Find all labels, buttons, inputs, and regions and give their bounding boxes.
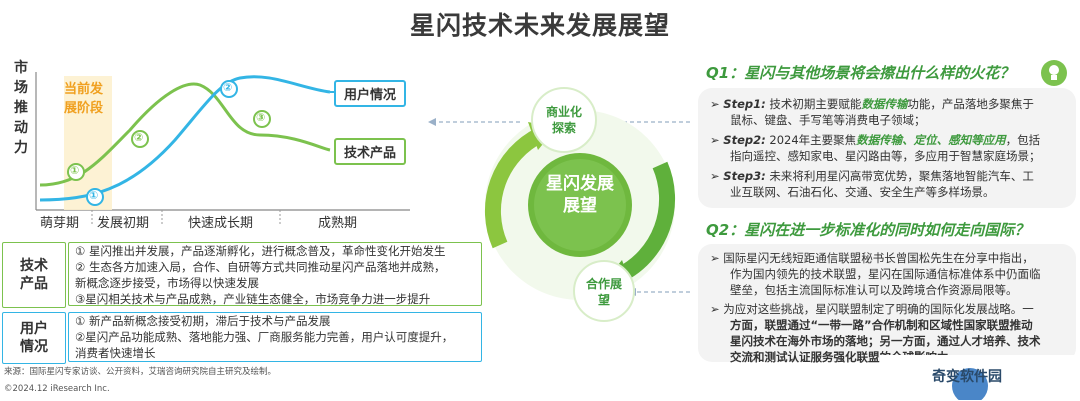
q2-box xyxy=(698,244,1076,362)
q2-p1-line3: 壁垒，包括主流国际标准认可以及跨境合作资源局限等。 xyxy=(730,283,1018,297)
cycle-arrow-left xyxy=(484,127,544,249)
q2-p2-line3: 星闪技术在海外市场的落地；另一方面，通过人才培养、技术 xyxy=(730,334,1041,348)
cycle-top-label: 商业化探索 xyxy=(545,105,582,135)
q1-step3-label: Step3: xyxy=(723,169,766,183)
marker-2-tech: ② xyxy=(134,131,144,144)
tech-row-header: 技术产品 xyxy=(2,242,66,308)
marker-circle xyxy=(220,80,238,98)
top-bubble xyxy=(531,87,597,153)
tech-line-3: 新概念逐步接受，市场得以快速发展 xyxy=(75,276,259,290)
q2-p2-line2: 方面，联盟通过“一带一路”合作机制和区域性国家联盟推动 xyxy=(730,318,1033,332)
user-row-body: ① 新产品新概念接受初期，滞后于技术与产品发展 ②星闪产品功能成熟、落地能力强、… xyxy=(68,312,482,362)
q1-step1-label: Step1: xyxy=(723,97,766,111)
cycle-arrow-right xyxy=(616,161,676,283)
q1-step1-em: 数据传输 xyxy=(861,97,908,111)
current-stage-label: 当前发展阶段 xyxy=(64,82,104,116)
marker-circle xyxy=(131,130,149,148)
q1-step3-line1: ➢ Step3: 未来将利用星闪高带宽优势，聚焦落地智能汽车、工 xyxy=(710,169,1034,183)
q1-step1-post: 功能，产品落地多聚焦于 xyxy=(907,97,1034,111)
marker-1-user: ① xyxy=(89,189,99,202)
watermark-text: 奇变软件园 xyxy=(932,369,1002,385)
stage-mature: 成熟期 xyxy=(318,216,358,231)
q2-p1-text1: 国际星闪无线短距通信联盟秘书长曾国松先生在分享中指出， xyxy=(723,251,1034,265)
cycle-bottom-label: 合作展望 xyxy=(586,277,623,307)
page-title: 星闪技术未来发展展望 xyxy=(409,11,670,40)
head-bulb-icon xyxy=(1041,60,1067,86)
marker-circle xyxy=(253,110,271,128)
q2-p2-text1: 为应对这些挑战，星闪联盟制定了明确的国际化发展战略。一 xyxy=(723,302,1034,316)
tech-line-4: ③星闪相关技术与产品成熟，产业链生态健全，市场竞争力进一步提升 xyxy=(75,292,431,306)
q2-content: ➢ 国际星闪无线短距通信联盟秘书长曾国松先生在分享中指出， 作为国内领先的技术联… xyxy=(710,250,1070,365)
marker-circle xyxy=(86,188,104,206)
marker-1-tech: ① xyxy=(70,164,80,177)
cycle-center-label: 星闪发展展望 xyxy=(546,174,614,216)
bottom-bubble xyxy=(573,260,635,322)
marker-2-user: ② xyxy=(223,81,233,94)
stage-growth: 快速成长期 xyxy=(188,216,254,231)
user-row-header: 用户情况 xyxy=(2,312,66,364)
tech-product-curve xyxy=(39,82,331,187)
stage-early: 发展初期 xyxy=(97,216,150,231)
y-axis-label: 市场推动力 xyxy=(14,60,28,156)
q1-step1-line2: 鼠标、键盘、手写笔等消费电子领域； xyxy=(730,113,926,127)
stage-sprout: 萌芽期 xyxy=(40,216,80,231)
copyright: ©2024.12 iResearch Inc. xyxy=(4,384,110,394)
q1-step1-pre: 技术初期主要赋能 xyxy=(769,97,862,111)
arrow-head xyxy=(428,118,436,126)
tech-line-1: ① 星闪推出并发展，产品逐渐孵化，进行概念普及，革命性变化开始发生 xyxy=(75,244,446,258)
q1-content: ➢ Step1: 技术初期主要赋能数据传输功能，产品落地多聚焦于 鼠标、键盘、手… xyxy=(710,96,1070,200)
marker-circle xyxy=(67,163,85,181)
tech-row-head-text: 技术产品 xyxy=(20,258,48,292)
q1-step2-post: ，包括 xyxy=(1005,133,1041,147)
q1-step3-line2: 业互联网、石油石化、交通、安全生产等多样场景。 xyxy=(730,185,995,199)
user-line-1: ① 新产品新概念接受初期，滞后于技术与产品发展 xyxy=(75,314,331,328)
q1-step2-label: Step2: xyxy=(723,133,766,147)
q2-p1-line2: 作为国内领先的技术联盟，星闪在国际通信标准体系中仍面临 xyxy=(730,267,1041,281)
q1-title: Q1：星闪与其他场景将会擦出什么样的火花？ xyxy=(706,64,1015,82)
q2-p1-line1: ➢ 国际星闪无线短距通信联盟秘书长曾国松先生在分享中指出， xyxy=(710,251,1034,265)
user-row-head-text: 用户情况 xyxy=(20,321,48,355)
legend-tech: 技术产品 xyxy=(334,138,407,165)
source-note: 来源：国际星闪专家访谈、公开资料，艾瑞咨询研究院自主研究及绘制。 xyxy=(4,367,277,377)
q1-step2-pre: 2024年主要聚焦 xyxy=(769,133,857,147)
user-line-3: 消费者快速增长 xyxy=(75,346,156,360)
legend-user: 用户情况 xyxy=(334,80,407,107)
q1-step2-line1: ➢ Step2: 2024年主要聚焦数据传输、定位、感知等应用，包括 xyxy=(710,133,1041,147)
q1-step3-pre: 未来将利用星闪高带宽优势，聚焦落地智能汽车、工 xyxy=(769,169,1034,183)
q1-step2-line2: 指向遥控、感知家电、星闪路由等，多应用于智慧家庭场景； xyxy=(730,149,1041,163)
current-stage-highlight xyxy=(64,76,112,210)
marker-3-tech: ③ xyxy=(256,111,266,124)
q1-step1-line1: ➢ Step1: 技术初期主要赋能数据传输功能，产品落地多聚焦于 xyxy=(710,97,1034,111)
watermark-logo xyxy=(952,368,988,400)
user-line-2: ②星闪产品功能成熟、落地能力强、厂商服务能力完善，用户认可度提升， xyxy=(75,330,454,344)
q1-step2-em: 数据传输、定位、感知等应用 xyxy=(856,133,1006,147)
q2-title: Q2：星闪在进一步标准化的同时如何走向国际？ xyxy=(706,221,1030,239)
tech-line-2: ② 生态各方加速入局，合作、自研等方式共同推动星闪产品落地并成熟， xyxy=(75,260,446,274)
q2-p2-line1: ➢ 为应对这些挑战，星闪联盟制定了明确的国际化发展战略。一 xyxy=(710,302,1034,316)
tech-row-body: ① 星闪推出并发展，产品逐渐孵化，进行概念普及，革命性变化开始发生 ② 生态各方… xyxy=(68,242,482,306)
q1-box xyxy=(698,88,1076,208)
